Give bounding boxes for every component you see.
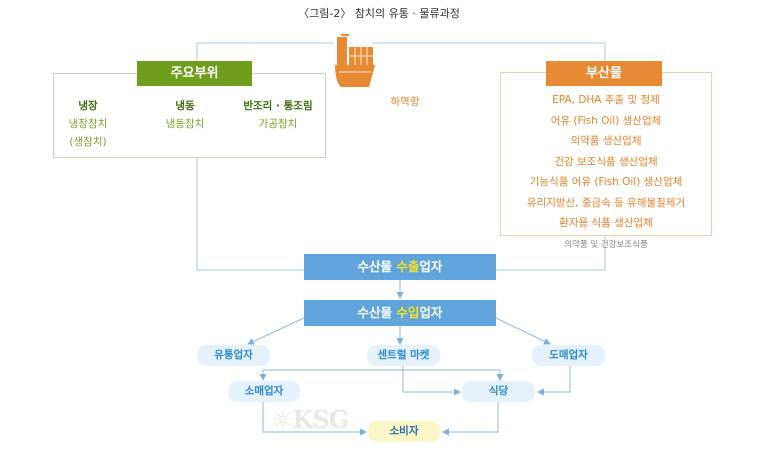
node-retailer: 소매업자 xyxy=(228,381,300,402)
importer-highlight: 수입 xyxy=(396,305,420,320)
main-parts-label: 주요부위 xyxy=(137,61,252,86)
column-item: 냉장참치 xyxy=(68,118,108,130)
column-processed: 반조리 · 통조림 가공참치 xyxy=(228,97,328,133)
exporter-box: 수산물 수출업자 xyxy=(304,254,496,280)
column-item: 냉동참치 xyxy=(165,118,205,130)
importer-suffix: 업자 xyxy=(419,305,443,320)
importer-box: 수산물 수입업자 xyxy=(304,300,496,326)
node-distributor: 유통업자 xyxy=(197,345,270,366)
column-heading: 반조리 · 통조림 xyxy=(243,100,313,112)
list-item: 유리지방산, 중금속 등 유해물질제거 xyxy=(526,196,686,209)
arrow-importer-distributor xyxy=(247,317,305,345)
byproducts-list: EPA, DHA 추출 및 정제 어유 (Fish Oil) 생산업체 의약품 … xyxy=(500,90,712,234)
column-item: 가공참치 xyxy=(258,118,298,130)
column-heading: 냉동 xyxy=(175,100,195,112)
figure-title: 〈그림-2〉 참치의 유통 · 물류과정 xyxy=(298,7,460,20)
line-left xyxy=(196,158,304,271)
arrow-importer-wholesaler xyxy=(495,317,551,345)
arrow-to-restaurant xyxy=(263,369,504,381)
column-frozen: 냉동 냉동참치 xyxy=(150,97,220,133)
node-central-market: 센트럴 마켓 xyxy=(367,345,440,366)
list-item: 환자용 식품 생산업체 xyxy=(559,217,653,229)
arrow-retailer-consumer xyxy=(262,402,367,436)
node-wholesaler: 도매업자 xyxy=(532,345,605,366)
list-item: 어유 (Fish Oil) 생산업체 xyxy=(550,114,662,127)
column-item: (생참치) xyxy=(69,136,107,148)
column-heading: 냉장 xyxy=(78,100,98,112)
line-right xyxy=(496,236,606,271)
list-item: EPA, DHA 추출 및 정제 xyxy=(552,94,660,106)
byproducts-note: 의약품 및 건강보조식품 xyxy=(564,240,648,250)
list-item: 기능식품 어유 (Fish Oil) 생산업체 xyxy=(529,176,683,188)
node-restaurant: 식당 xyxy=(462,381,535,402)
column-chilled: 냉장 냉장참치 (생참치) xyxy=(53,97,123,151)
exporter-suffix: 업자 xyxy=(419,259,443,274)
exporter-prefix: 수산물 xyxy=(357,259,397,274)
arrow-wholesaler-restaurant xyxy=(537,366,571,396)
list-item: 건강 보조식품 생산업체 xyxy=(554,155,658,168)
list-item: 의약품 생산업체 xyxy=(570,135,642,147)
arrow-market-restaurant xyxy=(402,366,461,396)
port-label: 하역항 xyxy=(390,96,420,108)
cargo-ship-icon xyxy=(335,34,375,87)
arrow-restaurant-consumer xyxy=(442,402,499,436)
ksg-watermark: ☼KSG xyxy=(272,405,349,434)
importer-prefix: 수산물 xyxy=(357,305,397,320)
line-top xyxy=(196,42,606,61)
byproducts-label: 부산물 xyxy=(546,61,662,86)
exporter-highlight: 수출 xyxy=(396,259,420,274)
node-consumer: 소비자 xyxy=(368,421,440,442)
